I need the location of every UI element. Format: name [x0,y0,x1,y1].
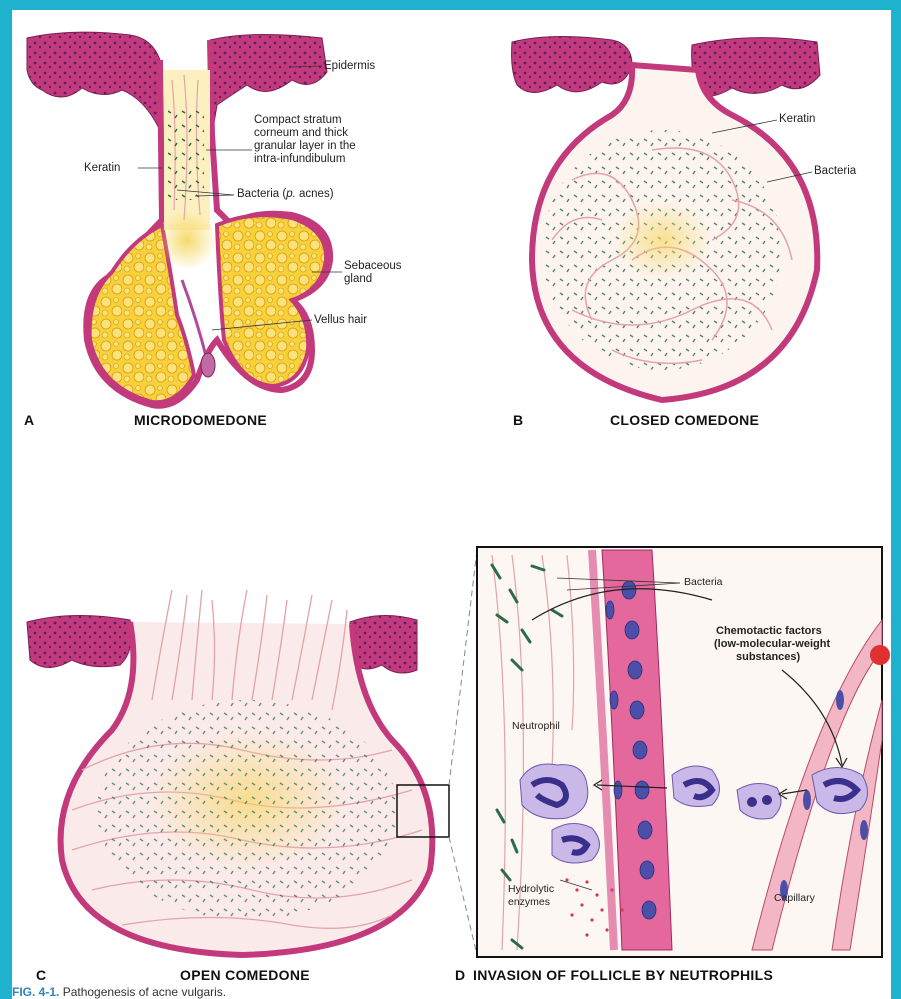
panel-d-letter: D [455,967,465,983]
panel-b-drawing [512,36,820,400]
panel-d-title: INVASION OF FOLLICLE BY NEUTROPHILS [473,967,773,983]
label-hydro-line2: enzymes [508,896,550,909]
figure-frame: Epidermis Compact stratum corneum and th… [12,10,891,999]
label-compact-line4: intra-infundibulum [254,153,345,166]
panel-a-title: MICRODOMEDONE [134,412,267,428]
panel-b-title: CLOSED COMEDONE [610,412,759,428]
figure-caption: FIG. 4-1. Pathogenesis of acne vulgaris. [12,985,226,999]
label-keratin-a: Keratin [84,162,120,175]
panel-a-letter: A [24,412,34,428]
label-compact-line2: corneum and thick [254,127,348,140]
label-bacteria-b: Bacteria [814,165,856,178]
label-epidermis: Epidermis [324,60,375,73]
label-compact-line1: Compact stratum [254,114,342,127]
label-vellus-hair: Vellus hair [314,314,367,327]
label-chemo-line1: Chemotactic factors [716,625,822,638]
panel-b-letter: B [513,412,523,428]
panel-c-title: OPEN COMEDONE [180,967,310,983]
label-chemo-line2: (low-molecular-weight [714,638,830,651]
label-compact-line3: granular layer in the [254,140,356,153]
label-bacteria-a: Bacteria (p. acnes) [237,188,334,201]
panel-c-letter: C [36,967,46,983]
label-sebaceous-line1: Sebaceous [344,260,402,273]
label-neutrophil: Neutrophil [512,720,560,733]
caption-fig-number: FIG. 4-1. [12,985,59,999]
label-chemo-line3: substances) [736,651,800,664]
label-keratin-b: Keratin [779,113,815,126]
panel-a-drawing [27,32,342,406]
label-capillary: Capillary [774,892,815,905]
label-sebaceous-line2: gland [344,273,372,286]
label-hydro-line1: Hydrolytic [508,883,554,896]
figure-illustration [12,10,891,999]
panel-c-drawing [27,550,477,955]
label-bacteria-d: Bacteria [684,576,723,589]
caption-text: Pathogenesis of acne vulgaris. [63,985,226,999]
